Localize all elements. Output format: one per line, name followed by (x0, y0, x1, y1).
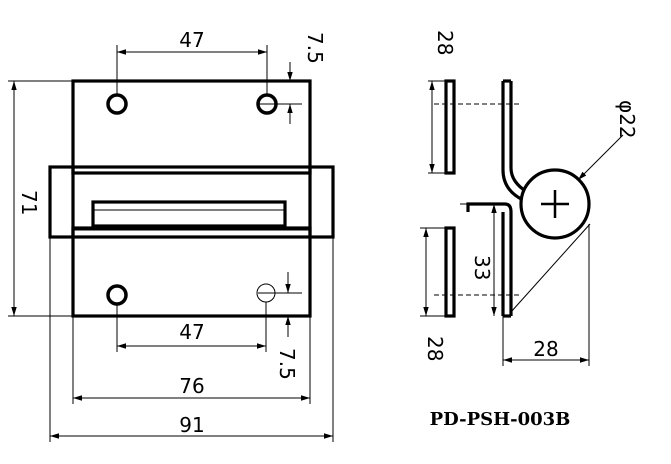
lower-left-leaf (444, 226, 456, 318)
knuckle-slot (91, 200, 287, 228)
part-code: PD-PSH-003B (430, 409, 571, 430)
dim-bottom-hole-spacing: 47 (179, 320, 204, 344)
knuckle-barrel (48, 165, 335, 239)
upper-right-leaf (501, 81, 524, 202)
dim-height: 71 (17, 190, 41, 215)
dim-bottom-hole-offset: 7.5 (275, 348, 299, 380)
lower-right-leaf (466, 202, 513, 316)
dim-projection: 28 (533, 337, 558, 361)
dim-diameter: φ22 (615, 100, 639, 139)
dim-top-hole-offset: 7.5 (303, 32, 327, 64)
mounting-hole-top-left (106, 93, 128, 115)
dim-overall-width: 91 (179, 413, 204, 437)
dim-plate-width: 76 (179, 374, 204, 398)
front-view: 47 7.5 71 47 7.5 76 91 (8, 28, 335, 442)
dim-upper-leaf: 28 (433, 30, 457, 55)
upper-left-leaf (444, 79, 456, 175)
upper-leaf-plate (71, 79, 312, 175)
side-view: φ22 28 33 28 28 (420, 30, 639, 366)
dim-top-hole-spacing: 47 (179, 28, 204, 52)
dim-lower-leaf: 28 (423, 336, 447, 361)
lower-leaf-plate (71, 226, 312, 318)
mounting-hole-bottom-left (106, 284, 128, 306)
dim-lower-rise: 33 (470, 255, 494, 280)
